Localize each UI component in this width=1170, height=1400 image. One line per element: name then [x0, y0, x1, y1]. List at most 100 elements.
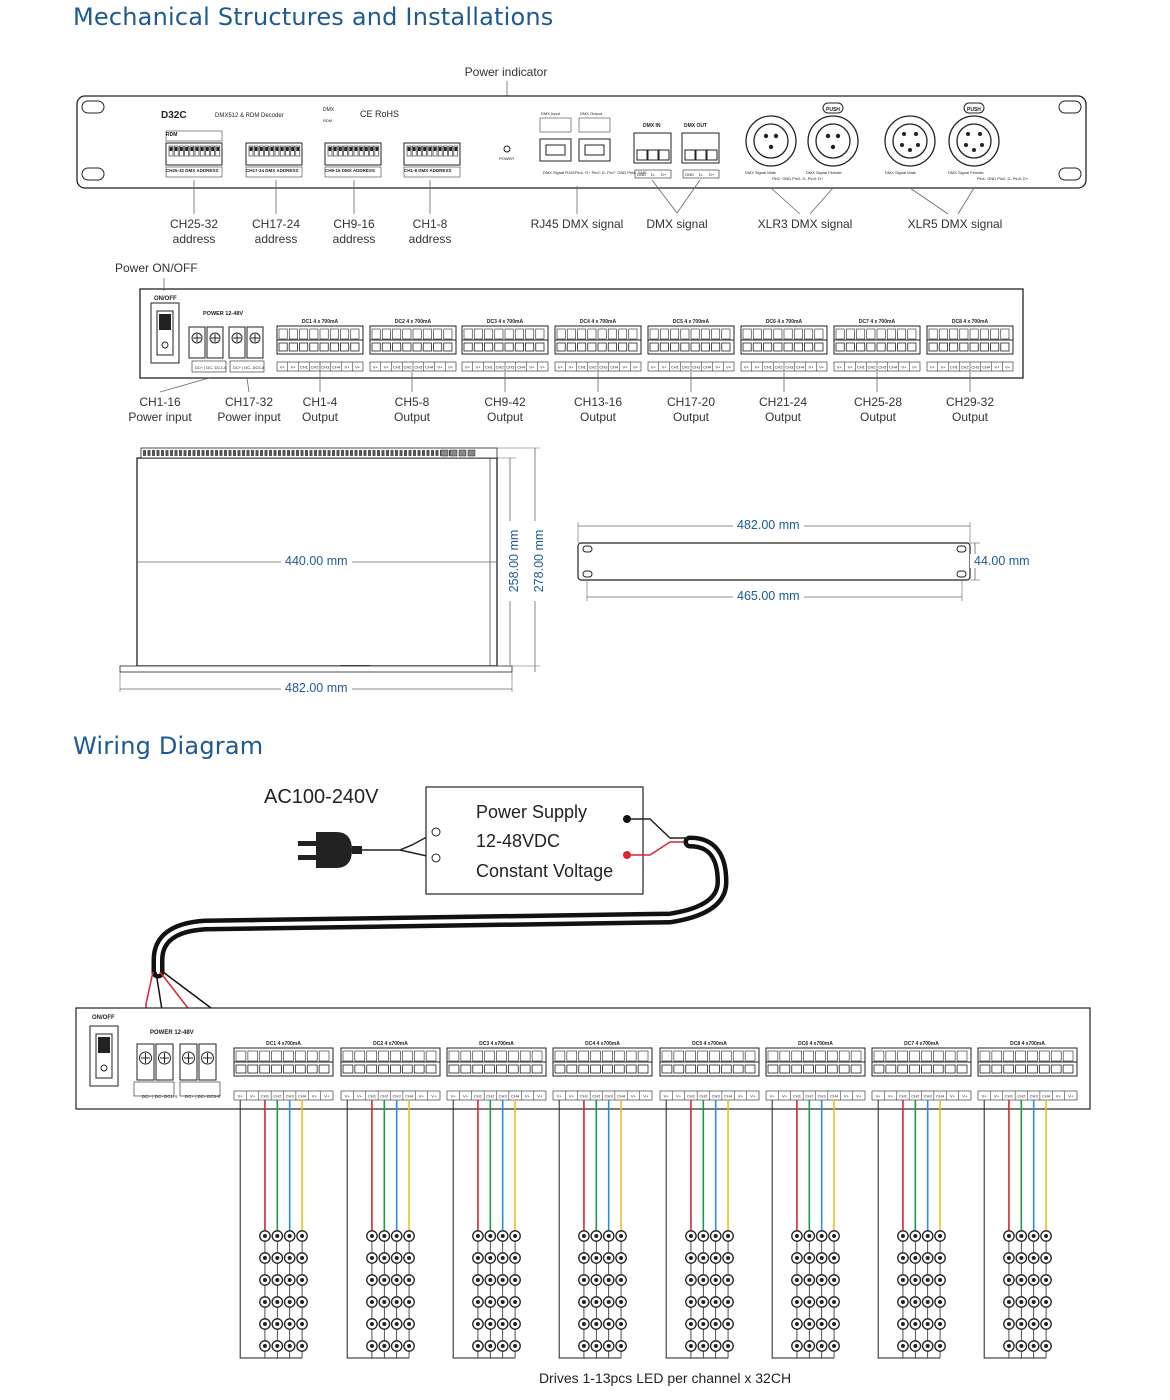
led-core-icon — [581, 1300, 586, 1304]
wiring-dc8-wire-entry — [1050, 1064, 1062, 1074]
led-core-icon — [500, 1278, 505, 1282]
rear-dc1-screw-slot — [299, 328, 309, 340]
rear-dc3-wire-entry — [463, 342, 473, 352]
wiring-dc8-wire-entry — [1038, 1064, 1050, 1074]
wiring-dc6-wire-entry — [803, 1064, 814, 1074]
wiring-dc6-wire-entry — [850, 1064, 862, 1074]
dip-caption-1: CH25-32 DMX ADDRESS — [166, 168, 218, 173]
rear-dc6-screw-slot — [793, 328, 803, 340]
led-core-icon — [513, 1256, 518, 1260]
led-core-icon — [726, 1322, 731, 1326]
connector-tooth — [219, 450, 223, 456]
rear-dc1-screw-slot — [319, 328, 329, 340]
led-core-icon — [369, 1278, 374, 1282]
rear-dc5-pin-label: CH4 — [703, 365, 712, 370]
rear-dc3-screw-slot — [484, 328, 494, 340]
wiring-dc4-screw-slot — [602, 1050, 613, 1062]
wiring-dc8-screw-slot — [991, 1050, 1003, 1062]
rear-dc6-pin-label: CH3 — [785, 365, 794, 370]
led-core-icon — [275, 1322, 280, 1326]
wiring-dc8-pin-label: V+ — [982, 1094, 988, 1099]
wiring-dc1-pin-label: V+ — [250, 1094, 256, 1099]
led-core-icon — [287, 1322, 292, 1326]
wiring-dc5-wire-entry — [673, 1064, 685, 1074]
wiring-dc1-pin-label: CH4 — [298, 1094, 307, 1099]
led-core-icon — [1006, 1322, 1011, 1326]
led-core-icon — [594, 1278, 599, 1282]
wiring-dc1-screw-slot — [283, 1050, 294, 1062]
dip-switch-lever — [328, 147, 332, 151]
connector-tooth — [197, 450, 200, 456]
dip-switch-lever — [216, 147, 220, 151]
led-core-icon — [900, 1344, 905, 1348]
led-core-icon — [938, 1234, 943, 1238]
wiring-dc3-pin-label: CH4 — [511, 1094, 520, 1099]
led-core-icon — [900, 1278, 905, 1282]
wiring-dc8-wire-entry — [1027, 1064, 1038, 1074]
rear-dc7-screw-slot — [845, 328, 855, 340]
rear-dc7-pin-label: CH4 — [889, 365, 898, 370]
rear-dc6-pin-label: CH1 — [764, 365, 773, 370]
rear-dc5-screw-slot — [659, 328, 669, 340]
dip-caption-box — [165, 166, 223, 178]
wiring-dc4-wire-entry — [625, 1064, 637, 1074]
led-core-icon — [369, 1300, 374, 1304]
connector-tooth — [242, 450, 245, 456]
wiring-dc7-wire-entry — [921, 1064, 932, 1074]
dip-switch-lever — [370, 147, 373, 151]
led-core-icon — [925, 1322, 930, 1326]
connector-tooth — [386, 450, 389, 456]
dmx-in-pin-dminus: D- — [651, 172, 656, 177]
wiring-dc7-pin-label: CH3 — [924, 1094, 933, 1099]
led-core-icon — [287, 1234, 292, 1238]
dim-total-width: 482.00 mm — [281, 681, 352, 695]
wiring-power-group-2: DC+ | DC- DC5-8 — [185, 1094, 221, 1099]
connector-tooth — [260, 450, 263, 456]
connector-tooth — [458, 449, 467, 457]
led-core-icon — [488, 1300, 493, 1304]
rear-dc1-pin-label: CH1 — [300, 365, 309, 370]
led-core-icon — [701, 1344, 706, 1348]
rear-dc5-screw-slot — [690, 328, 700, 340]
wiring-dc6-wire-entry — [791, 1064, 803, 1074]
rear-dc7-wire-entry — [897, 342, 907, 352]
rear-dc7-screw-slot — [876, 328, 886, 340]
wiring-dc5-wire-entry — [709, 1064, 720, 1074]
wiring-dc7-wire-entry — [897, 1064, 909, 1074]
rear-dc4-wire-entry — [577, 342, 587, 352]
rear-dc8-wire-entry — [959, 342, 969, 352]
rear-dc6-pin-label: V+ — [819, 365, 825, 370]
wiring-dc6-wire-entry — [767, 1064, 779, 1074]
led-core-icon — [713, 1322, 718, 1326]
wiring-vplus-rail — [983, 1100, 1047, 1359]
rear-dc4-pin-label: CH2 — [589, 365, 598, 370]
dmx-out-pin-gnd: GND — [685, 172, 694, 177]
led-core-icon — [832, 1256, 837, 1260]
connector-tooth — [161, 450, 164, 456]
rear-dc1-screw-slot — [288, 328, 298, 340]
led-core-icon — [819, 1322, 824, 1326]
wiring-dc4-pin-label: V+ — [631, 1094, 637, 1099]
connector-tooth — [165, 450, 169, 456]
psu-line-1: Power Supply — [476, 802, 588, 822]
wiring-dc1-group-label: DC1 4 x700mA — [266, 1041, 301, 1047]
wiring-power-group-1: DC+ | DC- DC1-4 — [142, 1094, 178, 1099]
led-core-icon — [300, 1344, 305, 1348]
rear-dc3-pin-label: V+ — [465, 365, 471, 370]
wiring-dc3-screw-slot — [508, 1050, 519, 1062]
connector-tooth — [210, 450, 214, 456]
led-core-icon — [300, 1322, 305, 1326]
dmx-out-pin-dminus: D- — [699, 172, 704, 177]
rear-dc1-wire-entry — [309, 342, 319, 352]
rear-dc1-group-label: DC1 4 x 700mA — [302, 319, 339, 325]
led-core-icon — [1031, 1234, 1036, 1238]
connector-tooth — [269, 450, 272, 456]
led-core-icon — [475, 1344, 480, 1348]
dip-caption-4: CH1-8 DMX ADDRESS — [404, 168, 451, 173]
dmx-in-pin-gnd: GND — [637, 172, 646, 177]
connector-tooth — [264, 450, 268, 456]
wiring-dc2-wire-entry — [425, 1064, 437, 1074]
led-core-icon — [407, 1256, 412, 1260]
rear-dc6-wire-entry — [793, 342, 803, 352]
wiring-dc2-wire-entry — [413, 1064, 425, 1074]
